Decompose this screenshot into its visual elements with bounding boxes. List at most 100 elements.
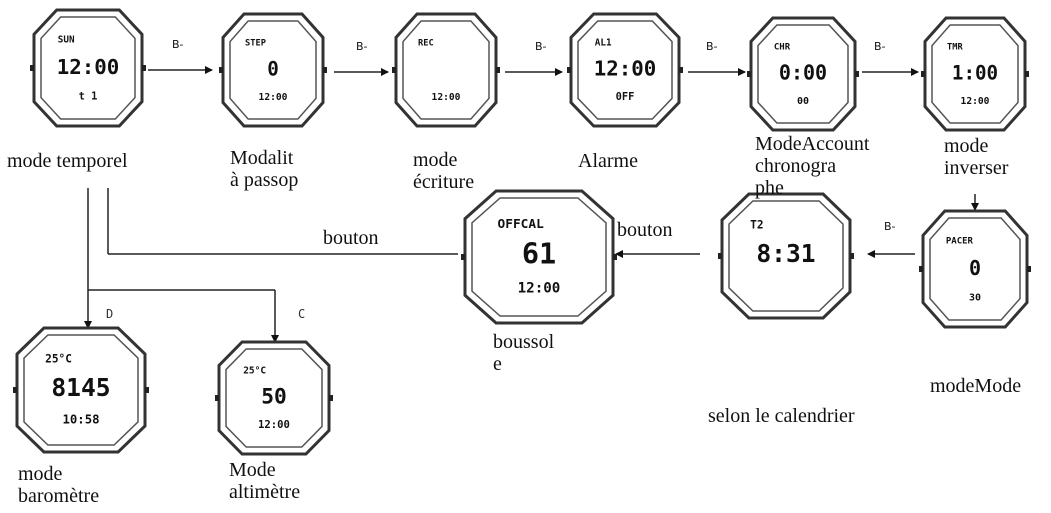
lcd-top-text: T2 — [750, 219, 763, 232]
lcd-main-text: 12:00 — [594, 57, 657, 81]
watch-inner-ring — [577, 20, 673, 120]
watch-side-button-left — [461, 254, 465, 260]
bouton-label-right: bouton — [617, 219, 673, 241]
lcd-top-text: SUN — [58, 34, 75, 45]
watch-side-button-left — [919, 266, 923, 272]
watch-side-button-left — [921, 71, 925, 77]
watch-boussole: OFFCAL 61 12:00 — [461, 189, 617, 325]
watch-inner-ring — [40, 16, 136, 120]
watch-inner-ring — [931, 24, 1019, 124]
watch-inner-ring — [402, 20, 490, 120]
lcd-main-text: 8145 — [51, 373, 110, 402]
mode-label-line: Modalit — [230, 147, 294, 169]
mode-label-line: écriture — [413, 171, 475, 193]
mode-label-line: altimètre — [229, 481, 301, 503]
button-b-label: B- — [356, 40, 368, 53]
lcd-main-text: 1:00 — [952, 62, 998, 85]
mode-label-line: baromètre — [18, 485, 100, 507]
watch-alarme: AL1 12:00 0FF — [567, 12, 683, 128]
mode-label-line: modeMode — [930, 375, 1022, 397]
mode-label-calendrier: selon le calendrier — [708, 405, 855, 427]
lcd-main-text: 8:31 — [756, 239, 815, 268]
mode-label-line: inverser — [944, 157, 1009, 179]
watch-side-button-right — [679, 67, 683, 73]
lcd-main-text: 0:00 — [779, 61, 827, 85]
lcd-main-text: 61 — [522, 238, 556, 271]
connectors — [84, 66, 979, 343]
watch-side-button-right — [323, 67, 327, 73]
mode-label-line: mode — [413, 149, 458, 171]
watch-temporel: SUN 12:00 t 1 — [30, 8, 146, 128]
lcd-main-text: 0 — [969, 256, 981, 280]
watch-side-button-right — [145, 387, 149, 393]
lcd-bottom-text: 0FF — [616, 91, 635, 103]
watch-side-button-right — [496, 67, 500, 73]
lcd-top-text: STEP — [245, 38, 266, 48]
lcd-bottom-text: 12:00 — [961, 96, 990, 107]
watch-side-button-left — [718, 253, 722, 259]
lcd-top-text: CHR — [774, 42, 791, 52]
mode-label-line: mode temporel — [7, 150, 128, 172]
lcd-top-text: 25°C — [243, 365, 266, 376]
lcd-top-text: OFFCAL — [498, 217, 545, 232]
watch-inner-ring — [229, 20, 317, 120]
mode-label-line: à passop — [230, 169, 299, 191]
watch-side-button-left — [392, 67, 396, 73]
watch-inner-ring — [225, 348, 323, 448]
mode-label-line: mode — [18, 463, 63, 485]
lcd-top-text: PACER — [946, 236, 974, 246]
watch-side-button-left — [567, 67, 571, 73]
watch-side-button-right — [613, 254, 617, 260]
watch-side-button-right — [855, 71, 859, 77]
mode-label-temporel: mode temporel — [7, 150, 128, 172]
lcd-bottom-text: 00 — [797, 96, 809, 107]
mode-label-line: e — [493, 353, 502, 375]
lcd-bottom-text: 12:00 — [518, 281, 561, 297]
watch-inner-ring — [471, 197, 607, 317]
lcd-bottom-text: 30 — [969, 292, 981, 303]
watch-inner-ring — [728, 200, 844, 312]
mode-label-line: phe — [755, 177, 784, 199]
button-b-label: B- — [535, 40, 547, 53]
watch-side-button-right — [850, 253, 854, 259]
lcd-top-text: 25°C — [45, 353, 72, 366]
watch-chrono: CHR 0:00 00 — [747, 16, 859, 132]
mode-label-pacer: modeMode — [930, 375, 1021, 397]
lcd-top-text: TMR — [947, 42, 963, 52]
watch-altimetre: 25°C 50 12:00 — [215, 340, 333, 456]
watch-side-button-left — [30, 65, 34, 71]
mode-label-line: mode — [944, 135, 989, 157]
mode-label-line: chronogra — [755, 155, 837, 177]
lcd-main-text: 50 — [261, 384, 287, 409]
watch-pacer: PACER 0 30 — [919, 209, 1031, 329]
lcd-main-text: 12:00 — [57, 55, 120, 79]
button-b-label: B- — [884, 220, 896, 233]
lcd-bottom-text: 12:00 — [432, 92, 461, 103]
lcd-main-text: 0 — [267, 58, 279, 81]
mode-label-line: ModeAccount — [755, 133, 870, 155]
bouton-label-left: bouton — [323, 227, 379, 249]
mode-label-line: boussol — [493, 331, 555, 353]
mode-label-line: Mode — [229, 459, 276, 481]
watch-inverser: TMR 1:00 12:00 — [921, 16, 1029, 132]
button-b-label: B- — [172, 38, 184, 51]
watch-side-button-right — [142, 65, 146, 71]
watch-inner-ring — [929, 217, 1021, 321]
watch-inner-ring — [757, 24, 849, 124]
button-b-label: B- — [706, 40, 718, 53]
watch-side-button-left — [215, 395, 219, 401]
lcd-bottom-text: 12:00 — [258, 419, 290, 431]
lcd-bottom-text: t 1 — [79, 90, 98, 102]
lcd-bottom-text: 12:00 — [259, 92, 288, 103]
lcd-top-text: AL1 — [595, 37, 612, 48]
